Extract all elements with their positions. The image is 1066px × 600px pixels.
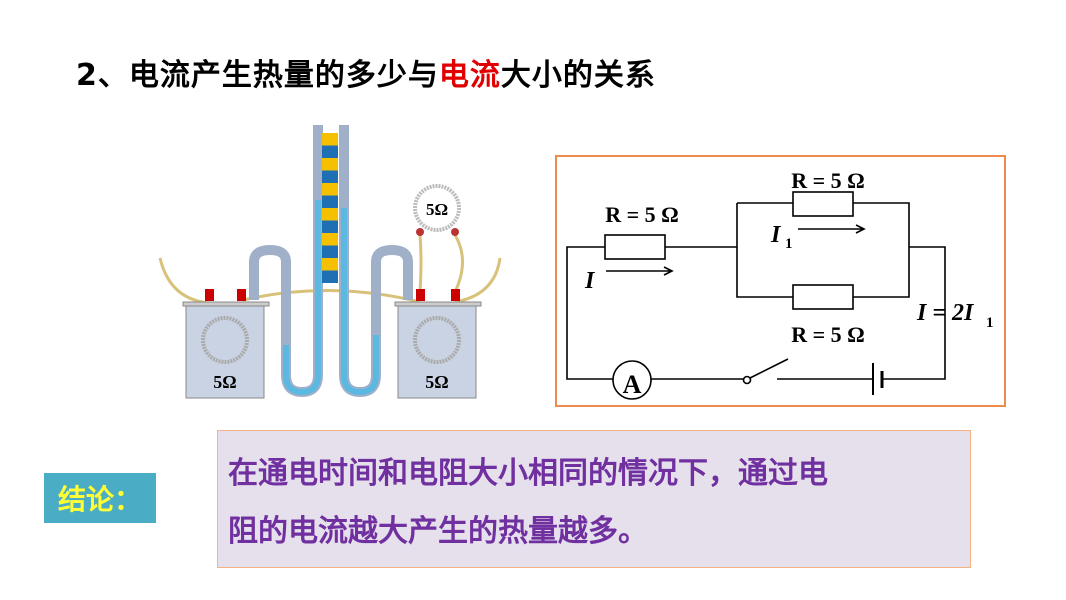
external-resistor-label: 5Ω bbox=[426, 200, 448, 219]
terminal bbox=[451, 228, 459, 236]
current-relation-subscript: 1 bbox=[986, 315, 994, 331]
circuit-wires bbox=[566, 202, 946, 380]
scale-stripe bbox=[322, 145, 338, 158]
terminal bbox=[416, 289, 425, 301]
scale-stripe bbox=[322, 258, 338, 271]
scale-stripe bbox=[322, 170, 338, 183]
left-liquid bbox=[283, 200, 321, 396]
right-container bbox=[397, 305, 477, 399]
measuring-scale bbox=[322, 133, 338, 283]
scale-stripe bbox=[322, 245, 338, 258]
scale-stripe bbox=[322, 133, 338, 146]
switch-pivot bbox=[742, 375, 752, 385]
terminal bbox=[237, 289, 246, 301]
slide-title: 2、电流产生热量的多少与电流大小的关系 bbox=[76, 50, 656, 94]
right-liquid bbox=[341, 208, 379, 396]
heating-coil bbox=[413, 316, 461, 364]
conclusion-line-1: 在通电时间和电阻大小相同的情况下，通过电 bbox=[228, 456, 828, 491]
current-i1-subscript: 1 bbox=[785, 236, 793, 252]
ammeter-label: A bbox=[623, 370, 642, 399]
title-prefix: 2、电流产生热量的多少与 bbox=[76, 58, 439, 93]
scale-stripe bbox=[322, 220, 338, 233]
external-resistor-coil bbox=[413, 184, 461, 232]
conclusion-line-2: 阻的电流越大产生的热量越多。 bbox=[228, 514, 648, 549]
left-resistor-label: 5Ω bbox=[213, 372, 236, 392]
circuit-diagram-frame bbox=[555, 155, 1006, 407]
scale-stripe bbox=[322, 233, 338, 246]
parallel-resistor-bottom bbox=[792, 284, 854, 310]
right-resistor-label: 5Ω bbox=[425, 372, 448, 392]
scale-stripe bbox=[322, 195, 338, 208]
current-i1-label: I bbox=[770, 222, 782, 248]
title-highlight: 电流 bbox=[438, 58, 501, 93]
left-container bbox=[185, 305, 265, 399]
series-resistor-label: R = 5 Ω bbox=[605, 202, 679, 227]
current-arrows bbox=[606, 224, 866, 276]
scale-stripe bbox=[322, 208, 338, 221]
parallel-bottom-label: R = 5 Ω bbox=[791, 322, 865, 347]
wire bbox=[454, 257, 502, 304]
scale-stripe bbox=[322, 158, 338, 171]
current-relation-label: I = 2I bbox=[916, 300, 975, 326]
title-suffix: 大小的关系 bbox=[500, 58, 656, 93]
terminal bbox=[205, 289, 214, 301]
wire bbox=[453, 234, 464, 293]
switch-lever bbox=[749, 358, 789, 379]
conclusion-box: 在通电时间和电阻大小相同的情况下，通过电 阻的电流越大产生的热量越多。 bbox=[217, 430, 971, 568]
current-i-label: I bbox=[584, 268, 596, 294]
heating-coil bbox=[201, 316, 249, 364]
wire bbox=[418, 234, 423, 293]
scale-stripe bbox=[322, 183, 338, 196]
wire bbox=[242, 289, 421, 304]
scale-stripe bbox=[322, 270, 338, 283]
parallel-top-label: R = 5 Ω bbox=[791, 168, 865, 193]
conclusion-label: 结论： bbox=[44, 473, 156, 523]
terminal bbox=[451, 289, 460, 301]
parallel-resistor-top bbox=[792, 191, 854, 217]
series-resistor bbox=[604, 234, 666, 260]
ammeter-icon bbox=[612, 360, 652, 400]
terminal bbox=[416, 228, 424, 236]
